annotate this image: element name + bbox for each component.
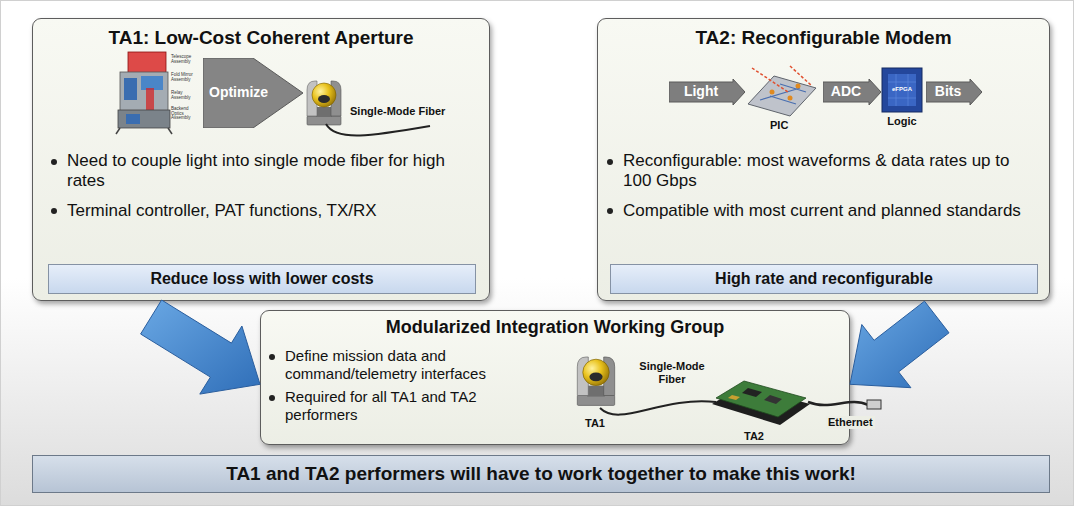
bullet-text: Compatible with most current and planned… <box>623 201 1038 221</box>
bullet-text: Define mission data and command/telemetr… <box>285 347 545 383</box>
bullet-dot <box>607 208 613 214</box>
heading-text: TA1 and TA2 performers will have to work… <box>37 463 1045 486</box>
shape-outline <box>669 79 745 105</box>
shape-outline <box>203 58 303 128</box>
bullet-text: Required for all TA1 and TA2 performers <box>285 388 545 424</box>
heading-text: Modularized Integration Working Group <box>265 317 845 339</box>
signal-arrow: Light <box>669 79 745 105</box>
content-panel: TA1: Low-Cost Coherent ApertureNeed to c… <box>32 18 490 301</box>
part-label: Telescope Assembly <box>171 55 202 64</box>
heading-text: TA2: Reconfigurable Modem <box>602 27 1045 50</box>
heading-text: Bits <box>926 83 970 100</box>
logic-chip <box>882 68 922 112</box>
bullet-dot <box>51 159 57 165</box>
optimize-arrow: Optimize <box>203 58 303 128</box>
block-arrow <box>850 301 949 388</box>
pic-illustration <box>748 66 816 116</box>
signal-arrow: ADC <box>823 79 881 105</box>
fiber-line <box>600 401 716 414</box>
terminal-gimbal <box>577 357 614 405</box>
summary-band: High rate and reconfigurable <box>610 264 1038 294</box>
heading-text: ADC <box>823 83 869 100</box>
fiber-line <box>326 124 430 136</box>
bullet-dot <box>269 354 275 360</box>
ethernet-plug <box>867 400 881 409</box>
component-label: PIC <box>770 119 788 132</box>
modem-board <box>712 381 810 425</box>
telescope-illustration <box>116 52 172 134</box>
modem-label: TA2 <box>744 430 764 443</box>
heading-text: TA1: Low-Cost Coherent Aperture <box>37 27 485 50</box>
heading-text: Reduce loss with lower costs <box>53 269 471 288</box>
working-group-panel: Modularized Integration Working GroupDef… <box>260 310 850 445</box>
conclusion-band: TA1 and TA2 performers will have to work… <box>32 455 1050 493</box>
terminal-gimbal <box>307 81 341 125</box>
bullet-text: Terminal controller, PAT functions, TX/R… <box>67 201 477 221</box>
ethernet-cable <box>808 402 868 405</box>
signal-arrow: Bits <box>926 79 982 105</box>
bullet-dot <box>51 208 57 214</box>
summary-band: Reduce loss with lower costs <box>48 264 476 294</box>
interface-label: Ethernet <box>826 416 875 429</box>
bullet-dot <box>607 159 613 165</box>
shape-outline <box>823 79 881 105</box>
bullet-text: Need to couple light into single mode fi… <box>67 151 477 192</box>
bullet-dot <box>269 395 275 401</box>
content-panel: TA2: Reconfigurable ModemReconfigurable:… <box>597 18 1050 301</box>
fiber-label: Single-Mode Fiber <box>350 105 445 118</box>
terminal-label: TA1 <box>585 417 605 430</box>
heading-text: Light <box>669 83 733 100</box>
block-arrow <box>141 300 260 394</box>
chip-marking: eFPGA <box>888 86 916 93</box>
part-label: Fold Mirror Assembly <box>171 73 202 82</box>
fiber-label: Single-Mode Fiber <box>636 360 708 386</box>
heading-text: Optimize <box>209 84 289 101</box>
heading-text: High rate and reconfigurable <box>615 269 1033 288</box>
part-label: Relay Assembly <box>171 91 202 100</box>
part-label: Backend Optics Assembly <box>171 107 202 121</box>
component-label: Logic <box>877 115 927 128</box>
bullet-text: Reconfigurable: most waveforms & data ra… <box>623 151 1038 192</box>
shape-outline <box>926 79 982 105</box>
